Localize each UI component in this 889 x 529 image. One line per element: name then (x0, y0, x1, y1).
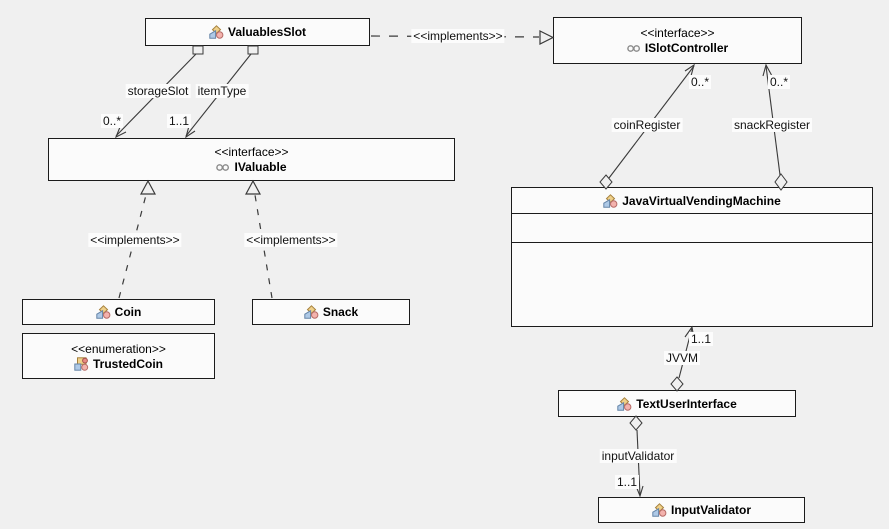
fields-compartment (512, 213, 872, 242)
class-name: Snack (322, 305, 359, 319)
enum-icon (74, 356, 89, 371)
qualifier-square (247, 45, 259, 55)
edge-label-inputvalidator: inputValidator (599, 449, 677, 463)
class-icon (209, 25, 224, 39)
class-node-snack[interactable]: Snack (252, 299, 410, 325)
class-icon (617, 396, 632, 411)
stereotype-label: <<enumeration>> (71, 341, 166, 356)
class-name: TextUserInterface (636, 396, 737, 411)
class-icon (603, 193, 618, 208)
multiplicity-storageslot: 0..* (100, 114, 124, 128)
class-name: Coin (114, 305, 142, 319)
interface-node-islotcontroller[interactable]: <<interface>> ISlotController (553, 17, 802, 64)
interface-name: IValuable (234, 160, 287, 174)
class-icon (304, 305, 319, 319)
multiplicity-inputvalidator: 1..1 (614, 475, 640, 489)
edge-label-implements-top: <<implements>> (411, 29, 505, 43)
multiplicity-jvvm-ref: 1..1 (688, 332, 714, 346)
class-node-jvvm[interactable]: JavaVirtualVendingMachine (511, 187, 873, 327)
multiplicity-itemtype: 1..1 (166, 114, 192, 128)
multiplicity-coinregister: 0..* (688, 75, 712, 89)
class-name: JavaVirtualVendingMachine (622, 193, 781, 208)
interface-icon (627, 44, 641, 53)
stereotype-label: <<interface>> (214, 145, 289, 159)
class-name: ValuablesSlot (227, 25, 307, 39)
hollow-triangle-arrowhead (139, 179, 157, 195)
qualifier-square (192, 45, 204, 55)
enum-name: TrustedCoin (92, 356, 163, 371)
interface-name: ISlotController (644, 41, 729, 55)
hollow-triangle-arrowhead (539, 30, 555, 45)
class-node-textuserinterface[interactable]: TextUserInterface (558, 390, 796, 417)
class-icon (652, 503, 667, 517)
aggregation-diamond (670, 376, 684, 392)
hollow-triangle-arrowhead (244, 179, 262, 195)
interface-node-ivaluable[interactable]: <<interface>> IValuable (48, 138, 455, 181)
edge-label-itemtype: itemType (195, 84, 249, 98)
aggregation-diamond (629, 415, 643, 431)
class-node-valuablesslot[interactable]: ValuablesSlot (145, 18, 370, 46)
enum-node-trustedcoin[interactable]: <<enumeration>> TrustedCoin (22, 333, 215, 379)
class-node-inputvalidator[interactable]: InputValidator (598, 497, 805, 523)
interface-icon (216, 163, 230, 172)
stereotype-label: <<interface>> (640, 26, 715, 40)
edge-label-storageslot: storageSlot (125, 84, 191, 98)
edge-label-implements-snack: <<implements>> (244, 233, 338, 247)
edge-label-snackregister: snackRegister (731, 118, 813, 132)
open-arrowhead (114, 126, 127, 139)
multiplicity-snackregister: 0..* (767, 75, 791, 89)
methods-compartment (512, 242, 872, 326)
class-name: InputValidator (670, 503, 751, 517)
class-icon (95, 305, 111, 319)
class-node-coin[interactable]: Coin (22, 299, 215, 325)
edge-label-coinregister: coinRegister (611, 118, 683, 132)
edge-label-jvvm-ref: JVVM (663, 351, 701, 365)
edge-label-implements-coin: <<implements>> (88, 233, 182, 247)
